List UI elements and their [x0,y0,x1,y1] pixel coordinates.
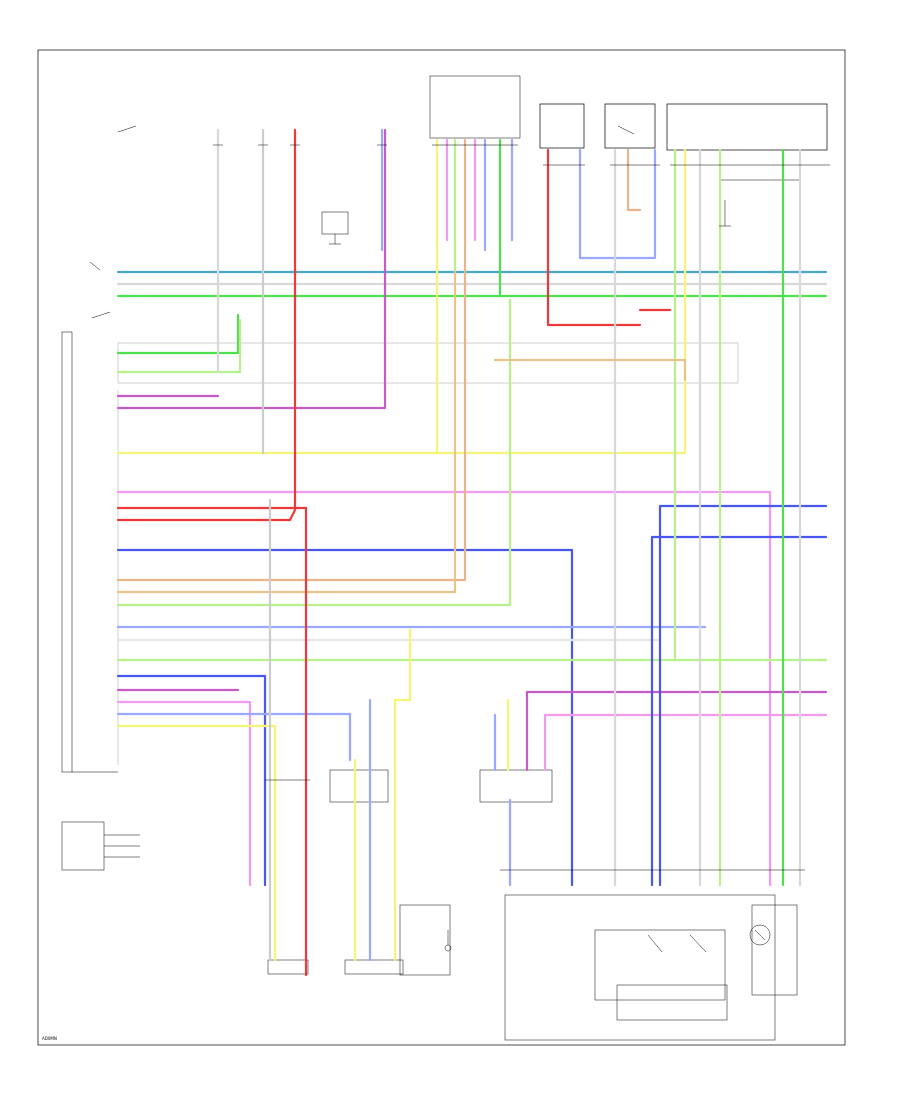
switch-symbols [89,125,771,953]
ground-symbol-3 [444,930,452,952]
wire-pink-row [116,490,772,887]
ecm-block [61,331,739,773]
diagram-border [37,49,846,1046]
wire-blue-row-2 [116,674,267,887]
wire-lightgreen-row-2 [116,298,512,607]
wire-lightblue-row-2 [116,712,352,762]
sensor-boxes [267,769,553,976]
wire-orange-row-2 [493,358,687,382]
wire-yellow-row [116,148,687,455]
wire-blue-row [116,548,574,887]
wire-blue-top-right [578,148,657,260]
wire-orange-row [116,268,457,594]
wire-brown-top-right [626,148,642,212]
wire-light-green-row [116,318,242,374]
wire-brown-row [116,328,467,582]
wire-pink-row-2 [116,700,252,887]
wire-red-row-2 [116,128,297,522]
transmission-range-switch-block [61,821,140,871]
wire-violet-row [116,128,387,410]
wire-blue-right-2 [658,504,828,887]
footer-code: AD0MN [42,1036,57,1041]
wire-yellow-sensor [393,628,412,962]
ground-symbol-1 [321,211,349,245]
connector-tick-marks [213,144,830,871]
wire-yellow-row-2 [116,724,277,962]
wire-red-top-right [546,148,642,327]
wire-blue-right [650,535,828,887]
ground-symbol-2 [719,200,731,227]
top-connector-boxes [429,75,828,181]
wire-green-row [116,313,240,355]
relay-control-block [504,894,798,1041]
